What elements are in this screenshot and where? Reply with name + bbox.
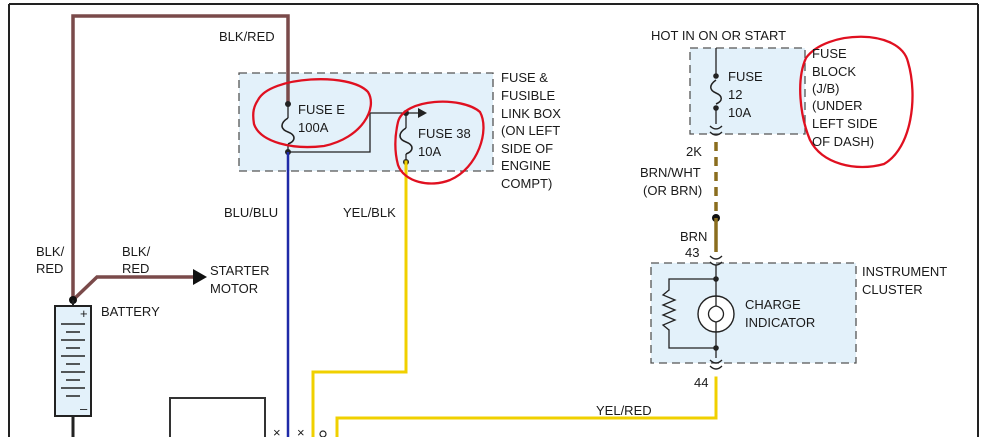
battery-cells bbox=[61, 323, 85, 397]
label-fuse-link-box-5: SIDE OF bbox=[501, 141, 553, 156]
label-fuse-link-box-7: COMPT) bbox=[501, 176, 552, 191]
label-starter-motor-2: MOTOR bbox=[210, 281, 258, 296]
charge-lamp-icon bbox=[697, 295, 735, 333]
connector-44 bbox=[709, 348, 723, 370]
label-blk-red-mid-2: RED bbox=[122, 261, 149, 276]
wire-blk-red-starter bbox=[70, 275, 198, 303]
bottom-component-box bbox=[169, 397, 266, 437]
label-fuse-12-2: 12 bbox=[728, 87, 742, 102]
label-blk-red-top: BLK/RED bbox=[219, 29, 275, 44]
label-hot-in-on-or-start: HOT IN ON OR START bbox=[651, 28, 786, 43]
connector-mark-2: × bbox=[297, 425, 305, 437]
wire-blk-red-main bbox=[71, 14, 290, 302]
fuse-12-symbol bbox=[709, 48, 723, 136]
label-starter-motor-1: STARTER bbox=[210, 263, 269, 278]
starter-arrow bbox=[193, 269, 207, 285]
instrument-cluster-box bbox=[650, 262, 857, 364]
label-blk-red-left-2: RED bbox=[36, 261, 63, 276]
label-fuse-link-box-1: FUSE & bbox=[501, 70, 548, 85]
annotation-circle-fuse-38 bbox=[394, 100, 485, 185]
label-pin-2k: 2K bbox=[686, 144, 702, 159]
annotation-circle-fuse-e bbox=[252, 78, 373, 149]
label-brn-wht-1: BRN/WHT bbox=[640, 165, 701, 180]
label-fuse-38-1: FUSE 38 bbox=[418, 126, 471, 141]
label-fuse-block-4: (UNDER bbox=[812, 98, 863, 113]
label-instrument-cluster-2: CLUSTER bbox=[862, 282, 923, 297]
battery-symbol bbox=[54, 305, 92, 417]
bus-arrow bbox=[418, 108, 427, 118]
label-charge-indicator-2: INDICATOR bbox=[745, 315, 815, 330]
label-fuse-e-2: 100A bbox=[298, 120, 329, 135]
connector-mark-3 bbox=[319, 430, 327, 437]
label-blk-red-mid-1: BLK/ bbox=[122, 244, 151, 259]
fuse-link-bus bbox=[287, 112, 419, 153]
label-fuse-block-6: OF DASH) bbox=[812, 134, 874, 149]
label-fuse-38-2: 10A bbox=[418, 144, 441, 159]
label-charge-indicator-1: CHARGE bbox=[745, 297, 801, 312]
wire-yel-blk bbox=[311, 160, 408, 437]
label-fuse-12-3: 10A bbox=[728, 105, 751, 120]
label-fuse-block-3: (J/B) bbox=[812, 81, 839, 96]
label-fuse-link-box-6: ENGINE bbox=[501, 158, 551, 173]
label-fuse-block-1: FUSE bbox=[812, 46, 847, 61]
label-brn: BRN bbox=[680, 229, 707, 244]
label-fuse-link-box-3: LINK BOX bbox=[501, 106, 561, 121]
cluster-top-bus bbox=[668, 265, 717, 291]
label-blu-blu: BLU/BLU bbox=[224, 205, 278, 220]
label-pin-43: 43 bbox=[685, 245, 699, 260]
resistor-symbol bbox=[661, 289, 677, 331]
label-pin-44: 44 bbox=[694, 375, 708, 390]
cluster-bottom-bus bbox=[668, 329, 717, 349]
label-fuse-link-box-2: FUSIBLE bbox=[501, 88, 556, 103]
annotation-circle-fuse-block bbox=[799, 35, 914, 169]
label-instrument-cluster-1: INSTRUMENT bbox=[862, 264, 947, 279]
label-fuse-12-1: FUSE bbox=[728, 69, 763, 84]
connector-mark-1: × bbox=[273, 425, 281, 437]
battery-plus-sign: + bbox=[80, 306, 88, 321]
label-fuse-block-5: LEFT SIDE bbox=[812, 116, 878, 131]
wire-yel-red bbox=[335, 376, 718, 437]
label-blk-red-left-1: BLK/ bbox=[36, 244, 65, 259]
battery-minus-sign: – bbox=[80, 401, 88, 416]
connector-43 bbox=[709, 255, 723, 266]
label-fuse-link-box-4: (ON LEFT bbox=[501, 123, 560, 138]
label-battery: BATTERY bbox=[101, 304, 160, 319]
label-yel-blk: YEL/BLK bbox=[343, 205, 396, 220]
label-fuse-e-1: FUSE E bbox=[298, 102, 345, 117]
fuse-block-box bbox=[689, 47, 806, 135]
label-fuse-block-2: BLOCK bbox=[812, 64, 856, 79]
label-brn-wht-2: (OR BRN) bbox=[643, 183, 702, 198]
label-yel-red: YEL/RED bbox=[596, 403, 652, 418]
fuse-link-box bbox=[238, 72, 494, 172]
